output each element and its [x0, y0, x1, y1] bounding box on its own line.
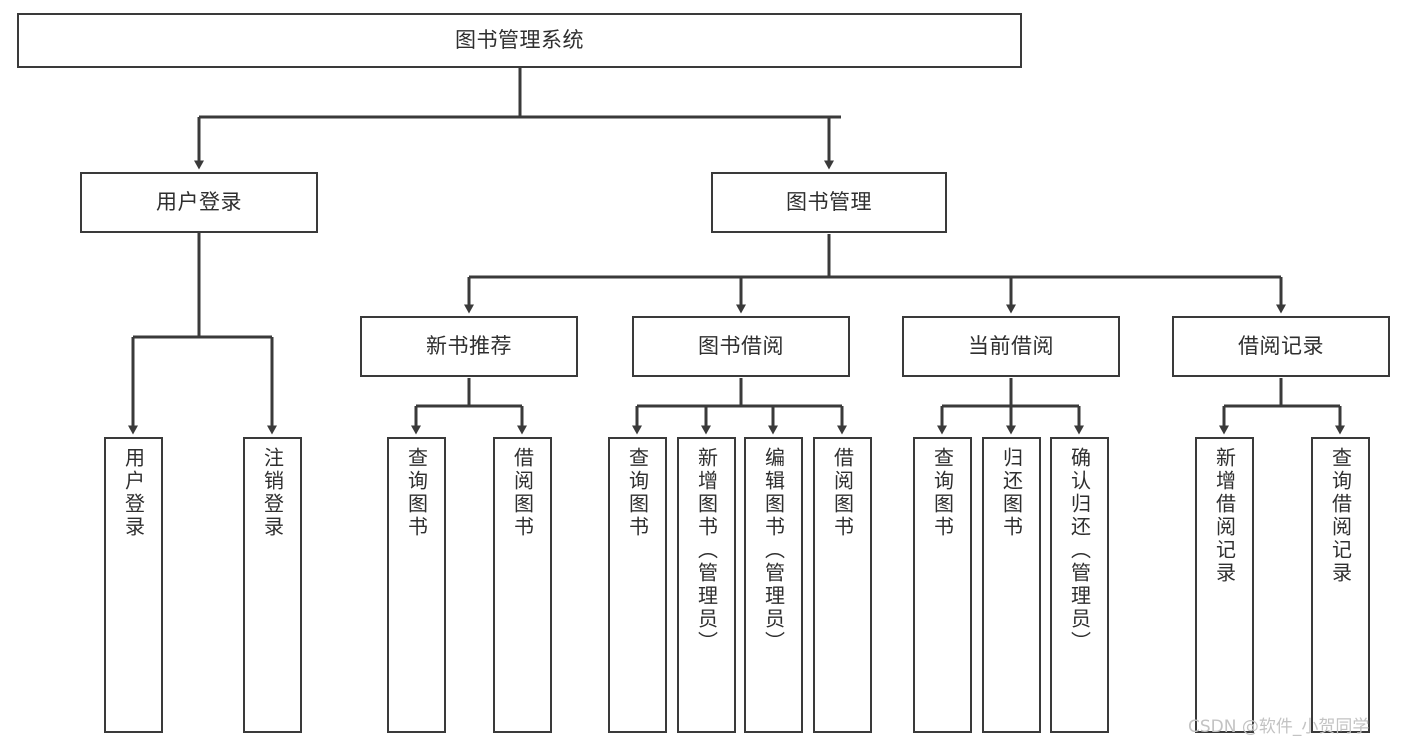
node-new-book-recommend[interactable]: 新书推荐 — [360, 316, 578, 377]
leaf-user-login-signout-label: 注销登录 — [260, 447, 285, 539]
leaf-record-add-record-label: 新增借阅记录 — [1212, 447, 1237, 585]
node-root-system-label: 图书管理系统 — [455, 28, 584, 53]
node-user-login-label: 用户登录 — [156, 190, 242, 215]
node-book-management[interactable]: 图书管理 — [711, 172, 947, 233]
leaf-user-login-signin[interactable]: 用户登录 — [104, 437, 163, 733]
leaf-user-login-signout[interactable]: 注销登录 — [243, 437, 302, 733]
node-current-borrow[interactable]: 当前借阅 — [902, 316, 1120, 377]
leaf-recommend-borrow-book[interactable]: 借阅图书 — [493, 437, 552, 733]
leaf-record-query-record-label: 查询借阅记录 — [1328, 447, 1353, 585]
leaf-current-return-book-label: 归还图书 — [999, 447, 1024, 539]
leaf-borrow-edit-book-admin-label: 编辑图书（管理员） — [761, 447, 786, 654]
node-book-management-label: 图书管理 — [786, 190, 872, 215]
csdn-watermark: CSDN @软件_小贺同学 — [1188, 717, 1370, 737]
node-book-borrow-label: 图书借阅 — [698, 334, 784, 359]
leaf-current-query-book[interactable]: 查询图书 — [913, 437, 972, 733]
node-user-login[interactable]: 用户登录 — [80, 172, 318, 233]
leaf-record-query-record[interactable]: 查询借阅记录 — [1311, 437, 1370, 733]
leaf-current-confirm-return-admin[interactable]: 确认归还（管理员） — [1050, 437, 1109, 733]
leaf-borrow-edit-book-admin[interactable]: 编辑图书（管理员） — [744, 437, 803, 733]
leaf-borrow-add-book-admin-label: 新增图书（管理员） — [694, 447, 719, 654]
leaf-recommend-query-book-label: 查询图书 — [404, 447, 429, 539]
leaf-borrow-query-book[interactable]: 查询图书 — [608, 437, 667, 733]
leaf-recommend-query-book[interactable]: 查询图书 — [387, 437, 446, 733]
leaf-record-add-record[interactable]: 新增借阅记录 — [1195, 437, 1254, 733]
leaf-recommend-borrow-book-label: 借阅图书 — [510, 447, 535, 539]
node-new-book-recommend-label: 新书推荐 — [426, 334, 512, 359]
node-root-system[interactable]: 图书管理系统 — [17, 13, 1022, 68]
leaf-current-query-book-label: 查询图书 — [930, 447, 955, 539]
leaf-user-login-signin-label: 用户登录 — [121, 447, 146, 539]
node-borrow-record-label: 借阅记录 — [1238, 334, 1324, 359]
leaf-borrow-borrow-book[interactable]: 借阅图书 — [813, 437, 872, 733]
leaf-borrow-query-book-label: 查询图书 — [625, 447, 650, 539]
node-current-borrow-label: 当前借阅 — [968, 334, 1054, 359]
leaf-borrow-add-book-admin[interactable]: 新增图书（管理员） — [677, 437, 736, 733]
leaf-current-return-book[interactable]: 归还图书 — [982, 437, 1041, 733]
leaf-current-confirm-return-admin-label: 确认归还（管理员） — [1067, 447, 1092, 654]
node-borrow-record[interactable]: 借阅记录 — [1172, 316, 1390, 377]
leaf-borrow-borrow-book-label: 借阅图书 — [830, 447, 855, 539]
node-book-borrow[interactable]: 图书借阅 — [632, 316, 850, 377]
